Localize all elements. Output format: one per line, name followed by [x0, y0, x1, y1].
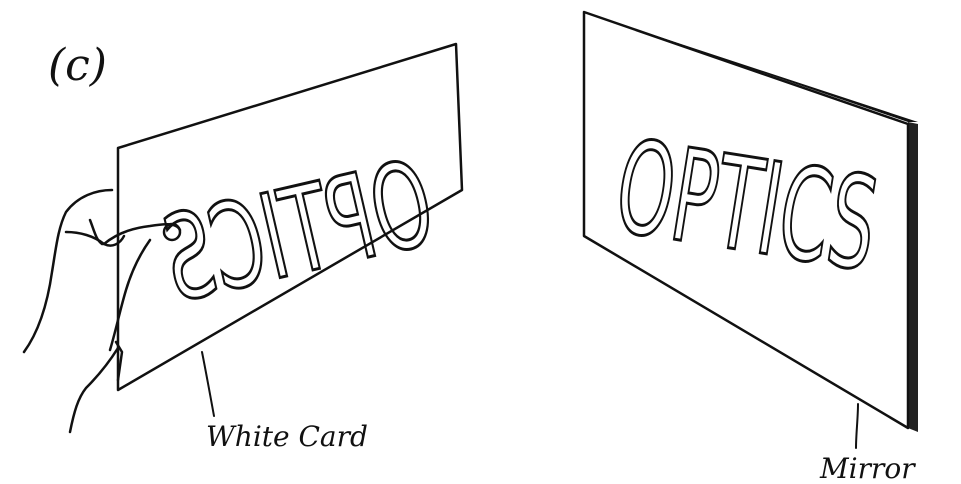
mirror-text: OPTICS	[606, 113, 886, 301]
hand-outline	[24, 190, 180, 432]
white-card: OPTICS	[118, 44, 462, 390]
card-label: White Card	[206, 420, 368, 453]
panel-label: (c)	[48, 40, 107, 91]
card-label-leader	[202, 352, 214, 416]
mirror-label: Mirror	[819, 452, 916, 484]
mirror-label-leader	[856, 404, 858, 448]
mirror-side	[908, 122, 918, 432]
card-reversed-text: OPTICS	[151, 134, 445, 329]
mirror: OPTICS	[584, 12, 918, 432]
